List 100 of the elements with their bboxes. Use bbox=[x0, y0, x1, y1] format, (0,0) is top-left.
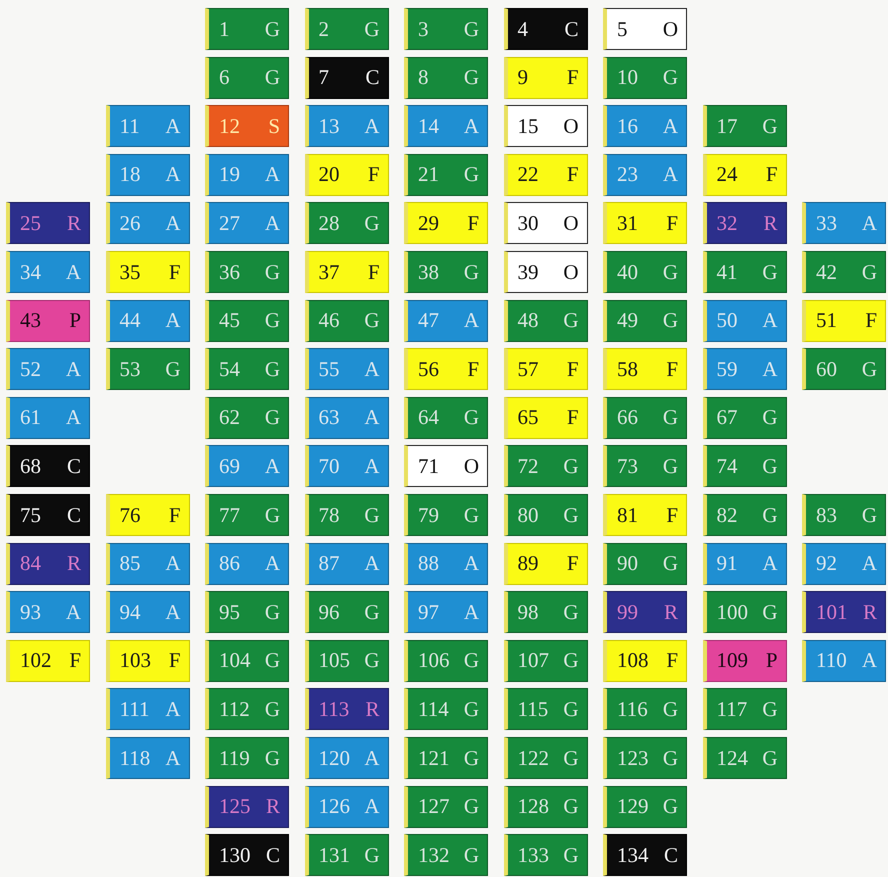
cell-number: 63 bbox=[318, 405, 340, 430]
cell-number: 118 bbox=[120, 746, 150, 770]
grid-cell bbox=[205, 348, 289, 390]
cell-number: 64 bbox=[418, 405, 439, 430]
grid-cell bbox=[603, 834, 687, 876]
grid-cell bbox=[504, 202, 588, 244]
cell-letter: A bbox=[66, 356, 81, 382]
cell-number: 51 bbox=[816, 308, 837, 334]
cell-number: 130 bbox=[219, 842, 250, 868]
cell-number: 109 bbox=[716, 648, 748, 674]
cell-letter: A bbox=[464, 308, 479, 334]
cell-letter: A bbox=[264, 162, 280, 188]
cell-letter: A bbox=[165, 114, 180, 139]
grid-cell bbox=[702, 591, 786, 634]
grid-cell bbox=[603, 348, 687, 390]
cell-number: 104 bbox=[219, 648, 250, 674]
grid-cell bbox=[304, 396, 388, 439]
cell-number: 72 bbox=[518, 454, 538, 479]
grid-cell bbox=[702, 300, 786, 342]
cell-number: 3 bbox=[418, 16, 428, 42]
cell-letter: F bbox=[168, 648, 180, 674]
grid-cell bbox=[504, 348, 588, 390]
cell-number: 115 bbox=[518, 696, 548, 722]
cell-letter: G bbox=[563, 648, 578, 674]
grid-cell bbox=[106, 737, 190, 779]
grid-cell bbox=[702, 348, 786, 390]
cell-number: 26 bbox=[120, 210, 140, 236]
cell-letter: A bbox=[66, 260, 81, 284]
grid-cell bbox=[106, 640, 190, 682]
cell-letter: G bbox=[464, 502, 479, 528]
cell-number: 58 bbox=[617, 356, 638, 382]
grid-cell bbox=[504, 786, 588, 828]
cell-letter: G bbox=[264, 502, 280, 528]
cell-letter: G bbox=[464, 746, 479, 770]
grid-cell bbox=[504, 8, 588, 50]
grid-cell bbox=[504, 154, 588, 196]
cell-letter: F bbox=[666, 356, 678, 382]
grid-cell bbox=[205, 56, 289, 99]
cell-number: 12 bbox=[219, 114, 240, 139]
cell-letter: G bbox=[762, 454, 778, 479]
cell-letter: A bbox=[165, 162, 180, 188]
cell-letter: A bbox=[862, 210, 877, 236]
cell-letter: G bbox=[762, 405, 778, 430]
cell-number: 7 bbox=[318, 65, 329, 90]
cell-letter: F bbox=[865, 308, 877, 334]
cell-letter: G bbox=[563, 502, 578, 528]
grid-cell bbox=[6, 494, 90, 536]
cell-number: 70 bbox=[318, 454, 340, 479]
grid-cell bbox=[304, 591, 388, 634]
cell-number: 133 bbox=[518, 842, 549, 868]
grid-cell bbox=[603, 737, 687, 779]
cell-letter: A bbox=[264, 454, 280, 479]
cell-letter: A bbox=[364, 551, 380, 576]
grid-cell bbox=[504, 640, 588, 682]
cell-letter: O bbox=[563, 260, 578, 284]
cell-number: 8 bbox=[418, 65, 428, 90]
cell-number: 86 bbox=[219, 551, 240, 576]
grid-cell bbox=[702, 494, 786, 536]
cell-letter: A bbox=[364, 114, 380, 139]
cell-number: 117 bbox=[716, 696, 748, 722]
cell-letter: G bbox=[563, 746, 578, 770]
cell-letter: A bbox=[862, 648, 877, 674]
cell-letter: G bbox=[563, 308, 578, 334]
cell-number: 112 bbox=[219, 696, 250, 722]
cell-letter: G bbox=[662, 696, 678, 722]
cell-letter: G bbox=[762, 260, 778, 284]
cell-number: 124 bbox=[716, 746, 748, 770]
grid-cell bbox=[404, 640, 488, 682]
grid-cell bbox=[404, 348, 488, 390]
cell-letter: G bbox=[364, 210, 380, 236]
cell-number: 111 bbox=[120, 696, 150, 722]
grid-cell bbox=[6, 251, 90, 293]
cell-number: 55 bbox=[318, 356, 340, 382]
cell-number: 57 bbox=[518, 356, 538, 382]
grid-cell bbox=[106, 591, 190, 634]
cell-letter: G bbox=[563, 794, 578, 820]
cell-letter: G bbox=[563, 454, 578, 479]
cell-letter: G bbox=[264, 648, 280, 674]
grid-cell bbox=[404, 154, 488, 196]
cell-number: 2 bbox=[318, 16, 329, 42]
grid-cell bbox=[106, 348, 190, 390]
cell-number: 20 bbox=[318, 162, 340, 188]
grid-cell bbox=[304, 445, 388, 488]
cell-letter: C bbox=[66, 454, 81, 479]
cell-number: 69 bbox=[219, 454, 240, 479]
cell-number: 35 bbox=[120, 260, 140, 284]
grid-cell bbox=[603, 105, 687, 148]
grid-cell bbox=[304, 8, 388, 50]
cell-number: 92 bbox=[816, 551, 837, 576]
cell-number: 48 bbox=[518, 308, 538, 334]
cell-number: 21 bbox=[418, 162, 439, 188]
grid-cell bbox=[702, 105, 786, 148]
grid-cell bbox=[504, 56, 588, 99]
cell-number: 125 bbox=[219, 794, 250, 820]
cell-number: 81 bbox=[617, 502, 638, 528]
cell-letter: F bbox=[566, 405, 578, 430]
grid-cell bbox=[504, 251, 588, 293]
cell-number: 119 bbox=[219, 746, 250, 770]
cell-number: 62 bbox=[219, 405, 240, 430]
cell-letter: F bbox=[766, 162, 778, 188]
